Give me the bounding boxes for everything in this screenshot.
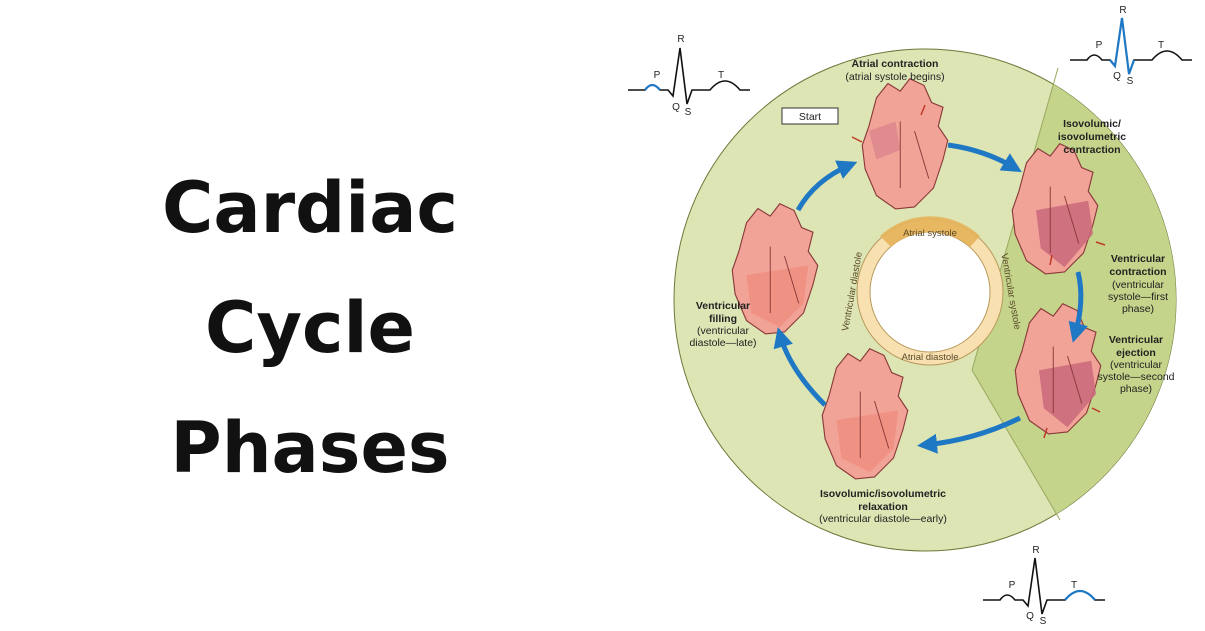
heart-atrial-contraction-icon [861,78,949,210]
arrow-to-ventricular-filling-icon [773,327,827,407]
ventricular-contraction-title-2: contraction [1109,266,1166,278]
heart-ventricular-ejection-icon [1014,303,1102,435]
isovolumic-relaxation-title-1: Isovolumic/isovolumetric [820,488,946,500]
ventricular-ejection-title-1: Ventricular [1109,334,1163,346]
ventricular-ejection-sub-3: phase) [1120,383,1152,395]
ventricular-contraction-sub-1: (ventricular [1112,279,1164,291]
isovolumic-contraction-line-3: contraction [1063,144,1120,156]
title-line-3: Phases [170,407,450,489]
arrow-to-isovolumic-relaxation-icon [917,415,1022,454]
ventricular-filling-sub-1: (ventricular [697,325,749,337]
start-box [781,107,839,125]
isovolumic-relaxation-title-2: relaxation [858,501,908,513]
heart-isovolumic-contraction-icon [1011,143,1099,275]
ecg3-p-label: P [1009,580,1016,591]
arrow-to-isovolumic-contraction-icon [947,142,1022,173]
ecg3-s-label: S [1040,616,1047,627]
ecg1-t-label: T [718,70,724,81]
arrow-to-atrial-contraction-icon [795,160,858,212]
title-line-1: Cardiac [162,167,458,249]
ecg-trace-p-wave: P R Q S T [628,34,750,118]
ventricular-ejection-sub-1: (ventricular [1110,359,1162,371]
ecg1-s-label: S [685,107,692,118]
ventricular-contraction-sub-2: systole—first [1108,291,1168,303]
ecg1-r-label: R [677,34,684,45]
ventricular-filling-title-2: filling [709,313,737,325]
ecg-trace-qrs-complex: P R Q S T [1070,5,1192,87]
ventricular-ejection-sub-2: systole—second [1097,371,1174,383]
ventricular-filling-title-1: Ventricular [696,300,750,312]
start-label: Start [799,111,821,123]
page-title: Cardiac Cycle Phases [90,148,530,508]
ecg2-p-label: P [1096,40,1103,51]
ecg1-p-label: P [654,70,661,81]
ecg3-t-label: T [1071,580,1077,591]
arrow-to-ventricular-ejection-icon [1068,271,1088,343]
inner-ring [856,216,1004,366]
ecg2-q-label: Q [1113,71,1121,82]
cycle-arrows [773,142,1088,454]
ventricular-filling-sub-2: diastole—late) [689,337,756,349]
heart-isovolumic-relaxation-icon [821,348,909,480]
atrial-contraction-sub: (atrial systole begins) [845,71,944,83]
isovolumic-relaxation-sub: (ventricular diastole—early) [819,513,947,525]
ventricular-contraction-title-1: Ventricular [1111,253,1165,265]
ecg1-q-label: Q [672,102,680,113]
isovolumic-contraction-line-1: Isovolumic/ [1063,118,1121,130]
ecg3-r-label: R [1032,545,1039,556]
pressure-arrows [851,104,1106,439]
ecg-trace-t-wave: P R Q S T [983,545,1105,627]
sector-divider-bottom [971,369,1061,521]
isovolumic-contraction-line-2: isovolumetric [1058,131,1126,143]
ecg2-s-label: S [1127,76,1134,87]
ventricular-contraction-sub-3: phase) [1122,303,1154,315]
atrial-systole-arc [880,216,980,247]
ecg3-q-label: Q [1026,611,1034,622]
ventricular-ejection-title-2: ejection [1116,347,1156,359]
ecg2-t-label: T [1158,40,1164,51]
ecg2-r-label: R [1119,5,1126,16]
heart-ventricular-filling-icon [731,203,819,335]
atrial-contraction-title: Atrial contraction [852,58,939,70]
title-line-2: Cycle [205,287,415,369]
atrial-diastole-label: Atrial diastole [901,352,958,363]
atrial-systole-label: Atrial systole [903,228,957,239]
